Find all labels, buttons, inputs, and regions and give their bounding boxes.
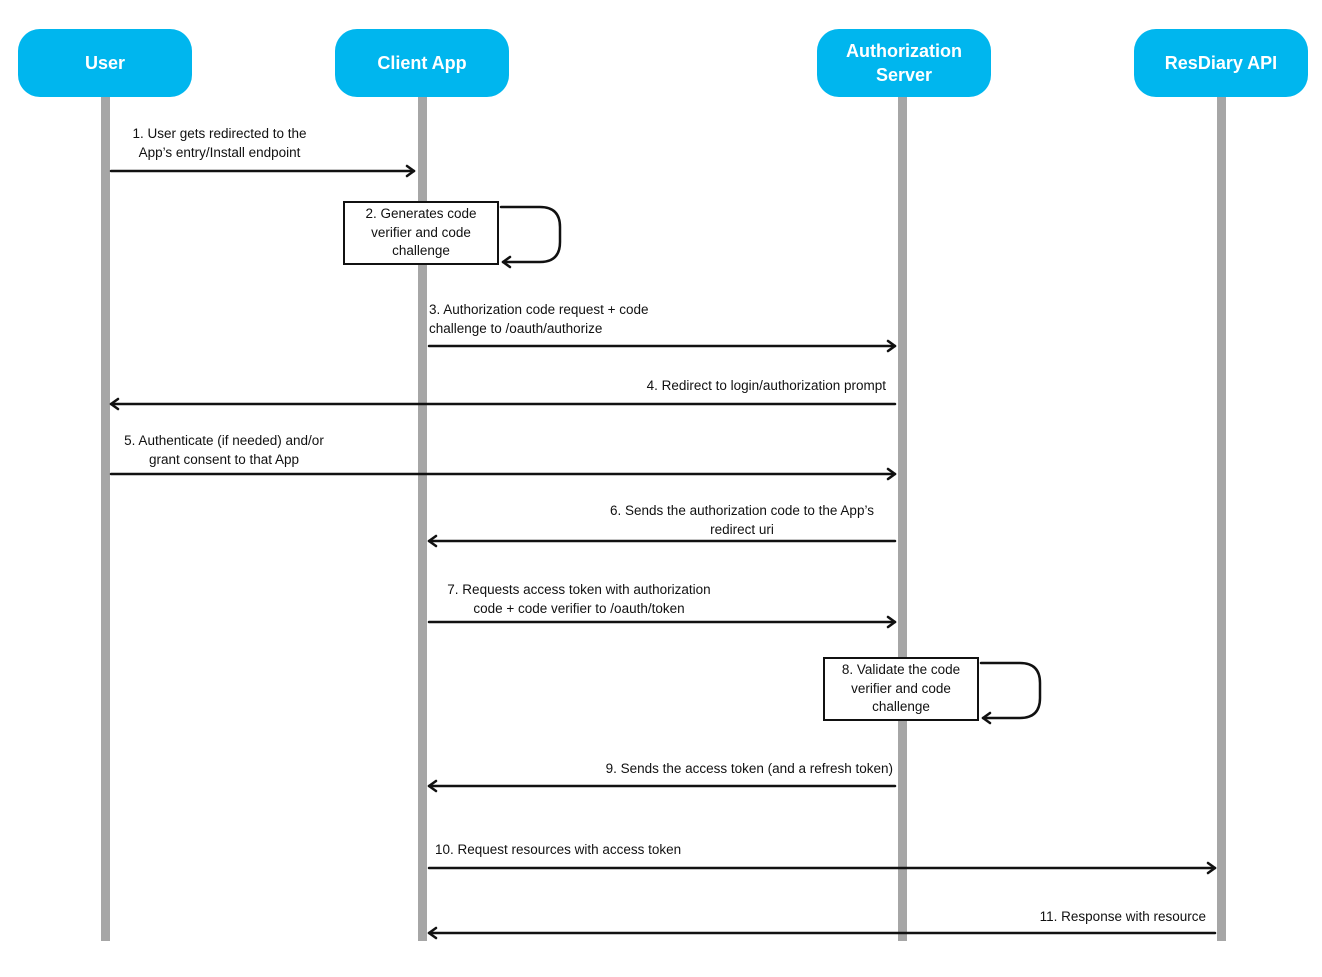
message-6-label: 6. Sends the authorization code to the A… — [596, 502, 888, 539]
message-10-line-1: 10. Request resources with access token — [435, 842, 682, 857]
arrowhead-7 — [886, 615, 897, 629]
actor-authorization-server-label-line-2: Server — [875, 65, 933, 85]
message-9-line-1: 9. Sends the access token (and a refresh… — [605, 761, 893, 776]
message-2-line-2: verifier and code — [371, 224, 471, 240]
message-1-label: 1. User gets redirected to the App’s ent… — [112, 125, 327, 162]
message-5-line-2: grant consent to that App — [148, 451, 300, 467]
actor-client-app-label: Client App — [377, 53, 467, 73]
message-7-label: 7. Requests access token with authorizat… — [434, 581, 724, 618]
message-10-label: 10. Request resources with access token — [435, 841, 681, 860]
message-1-line-2: App’s entry/Install endpoint — [138, 144, 301, 160]
message-3-line-1: 3. Authorization code request + code — [429, 302, 649, 317]
actor-authorization-server-label-line-1: Authorization — [846, 41, 962, 61]
message-2-line-3: challenge — [392, 243, 450, 259]
message-11-label: 11. Response with resource — [1006, 908, 1206, 927]
message-8-line-3: challenge — [872, 699, 930, 715]
actor-resdiary-api-label: ResDiary API — [1164, 53, 1278, 73]
lifeline-user — [101, 97, 110, 941]
arrowhead-9 — [427, 779, 438, 793]
message-1-line-1: 1. User gets redirected to the — [132, 126, 307, 141]
message-2-process-box: 2. Generates code verifier and code chal… — [343, 201, 499, 265]
message-7-line-1: 7. Requests access token with authorizat… — [447, 582, 711, 597]
actor-authorization-server: Authorization Server — [817, 29, 991, 97]
message-3-line-2: challenge to /oauth/authorize — [429, 320, 603, 336]
lifeline-client-app — [418, 97, 427, 941]
message-9-label: 9. Sends the access token (and a refresh… — [560, 760, 893, 779]
message-6-line-1: 6. Sends the authorization code to the A… — [610, 503, 874, 518]
arrowhead-2 — [501, 255, 512, 269]
lifeline-authorization-server — [898, 97, 907, 941]
message-6-line-2: redirect uri — [710, 521, 774, 537]
message-3-label: 3. Authorization code request + code cha… — [429, 301, 649, 338]
message-8-line-1: 8. Validate the code — [841, 662, 961, 678]
arrowhead-5 — [886, 467, 897, 481]
arrowhead-4 — [109, 397, 120, 411]
message-8-process-box: 8. Validate the code verifier and code c… — [823, 657, 979, 721]
actor-user-label: User — [84, 53, 126, 73]
arrow-2-loop — [499, 205, 562, 264]
arrowhead-3 — [886, 339, 897, 353]
message-8-line-2: verifier and code — [851, 680, 951, 696]
arrowhead-10 — [1206, 861, 1217, 875]
message-4-label: 4. Redirect to login/authorization promp… — [586, 377, 886, 396]
actor-client-app: Client App — [335, 29, 509, 97]
actor-user: User — [18, 29, 192, 97]
actor-resdiary-api: ResDiary API — [1134, 29, 1308, 97]
arrowhead-6 — [427, 534, 438, 548]
message-7-line-2: code + code verifier to /oauth/token — [473, 600, 685, 616]
message-5-label: 5. Authenticate (if needed) and/or grant… — [110, 432, 338, 469]
message-5-line-1: 5. Authenticate (if needed) and/or — [124, 433, 324, 448]
message-4-line-1: 4. Redirect to login/authorization promp… — [646, 378, 886, 393]
arrowhead-11 — [427, 926, 438, 940]
arrow-8-loop — [979, 661, 1042, 720]
arrowhead-8 — [981, 711, 992, 725]
message-11-line-1: 11. Response with resource — [1039, 909, 1206, 924]
arrowhead-1 — [405, 164, 416, 178]
message-2-line-1: 2. Generates code — [365, 206, 477, 222]
lifeline-resdiary-api — [1217, 97, 1226, 941]
